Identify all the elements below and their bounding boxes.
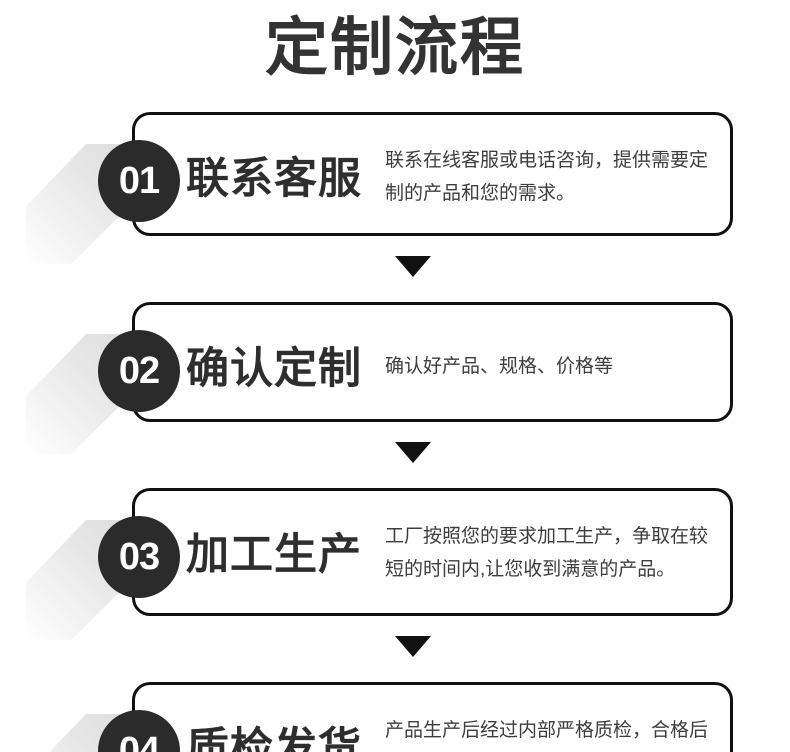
step-description: 工厂按照您的要求加工生产，争取在较短的时间内,让您收到满意的产品。	[385, 526, 709, 580]
step-description: 确认好产品、规格、价格等	[385, 356, 614, 377]
step-title: 确认定制	[186, 345, 362, 393]
step-number-badge: 02	[98, 330, 180, 412]
triangle-down-icon	[395, 442, 431, 463]
step-number-badge: 01	[98, 140, 180, 222]
page-title: 定制流程	[265, 13, 525, 83]
step-number-label: 03	[118, 536, 160, 578]
step-title: 质检发货	[186, 725, 362, 752]
step-card	[132, 302, 733, 422]
step-number-label: 04	[118, 730, 160, 752]
step-description: 产品生产后经过内部严格质检，合格后发货	[385, 720, 709, 741]
step-connector	[0, 434, 790, 476]
step-number-label: 02	[118, 350, 160, 392]
step-number-badge: 03	[98, 516, 180, 598]
step-title: 加工生产	[186, 531, 362, 579]
step-connector	[0, 628, 790, 670]
step-card	[132, 112, 733, 236]
step-description: 联系在线客服或电话咨询，提供需要定制的产品和您的需求。	[385, 150, 709, 204]
list-item: 03 加工生产 工厂按照您的要求加工生产，争取在较短的时间内,让您收到满意的产品…	[0, 476, 790, 640]
triangle-down-icon	[395, 256, 431, 277]
step-connector	[0, 248, 790, 290]
list-item: 01 联系客服 联系在线客服或电话咨询，提供需要定制的产品和您的需求。	[0, 100, 790, 264]
step-number-label: 01	[118, 160, 160, 202]
list-item: 04 质检发货 产品生产后经过内部严格质检，合格后发货	[0, 670, 790, 752]
step-list: 01 联系客服 联系在线客服或电话咨询，提供需要定制的产品和您的需求。 02 确…	[0, 100, 790, 752]
list-item: 02 确认定制 确认好产品、规格、价格等	[0, 290, 790, 454]
step-title: 联系客服	[186, 155, 362, 203]
triangle-down-icon	[395, 636, 431, 657]
